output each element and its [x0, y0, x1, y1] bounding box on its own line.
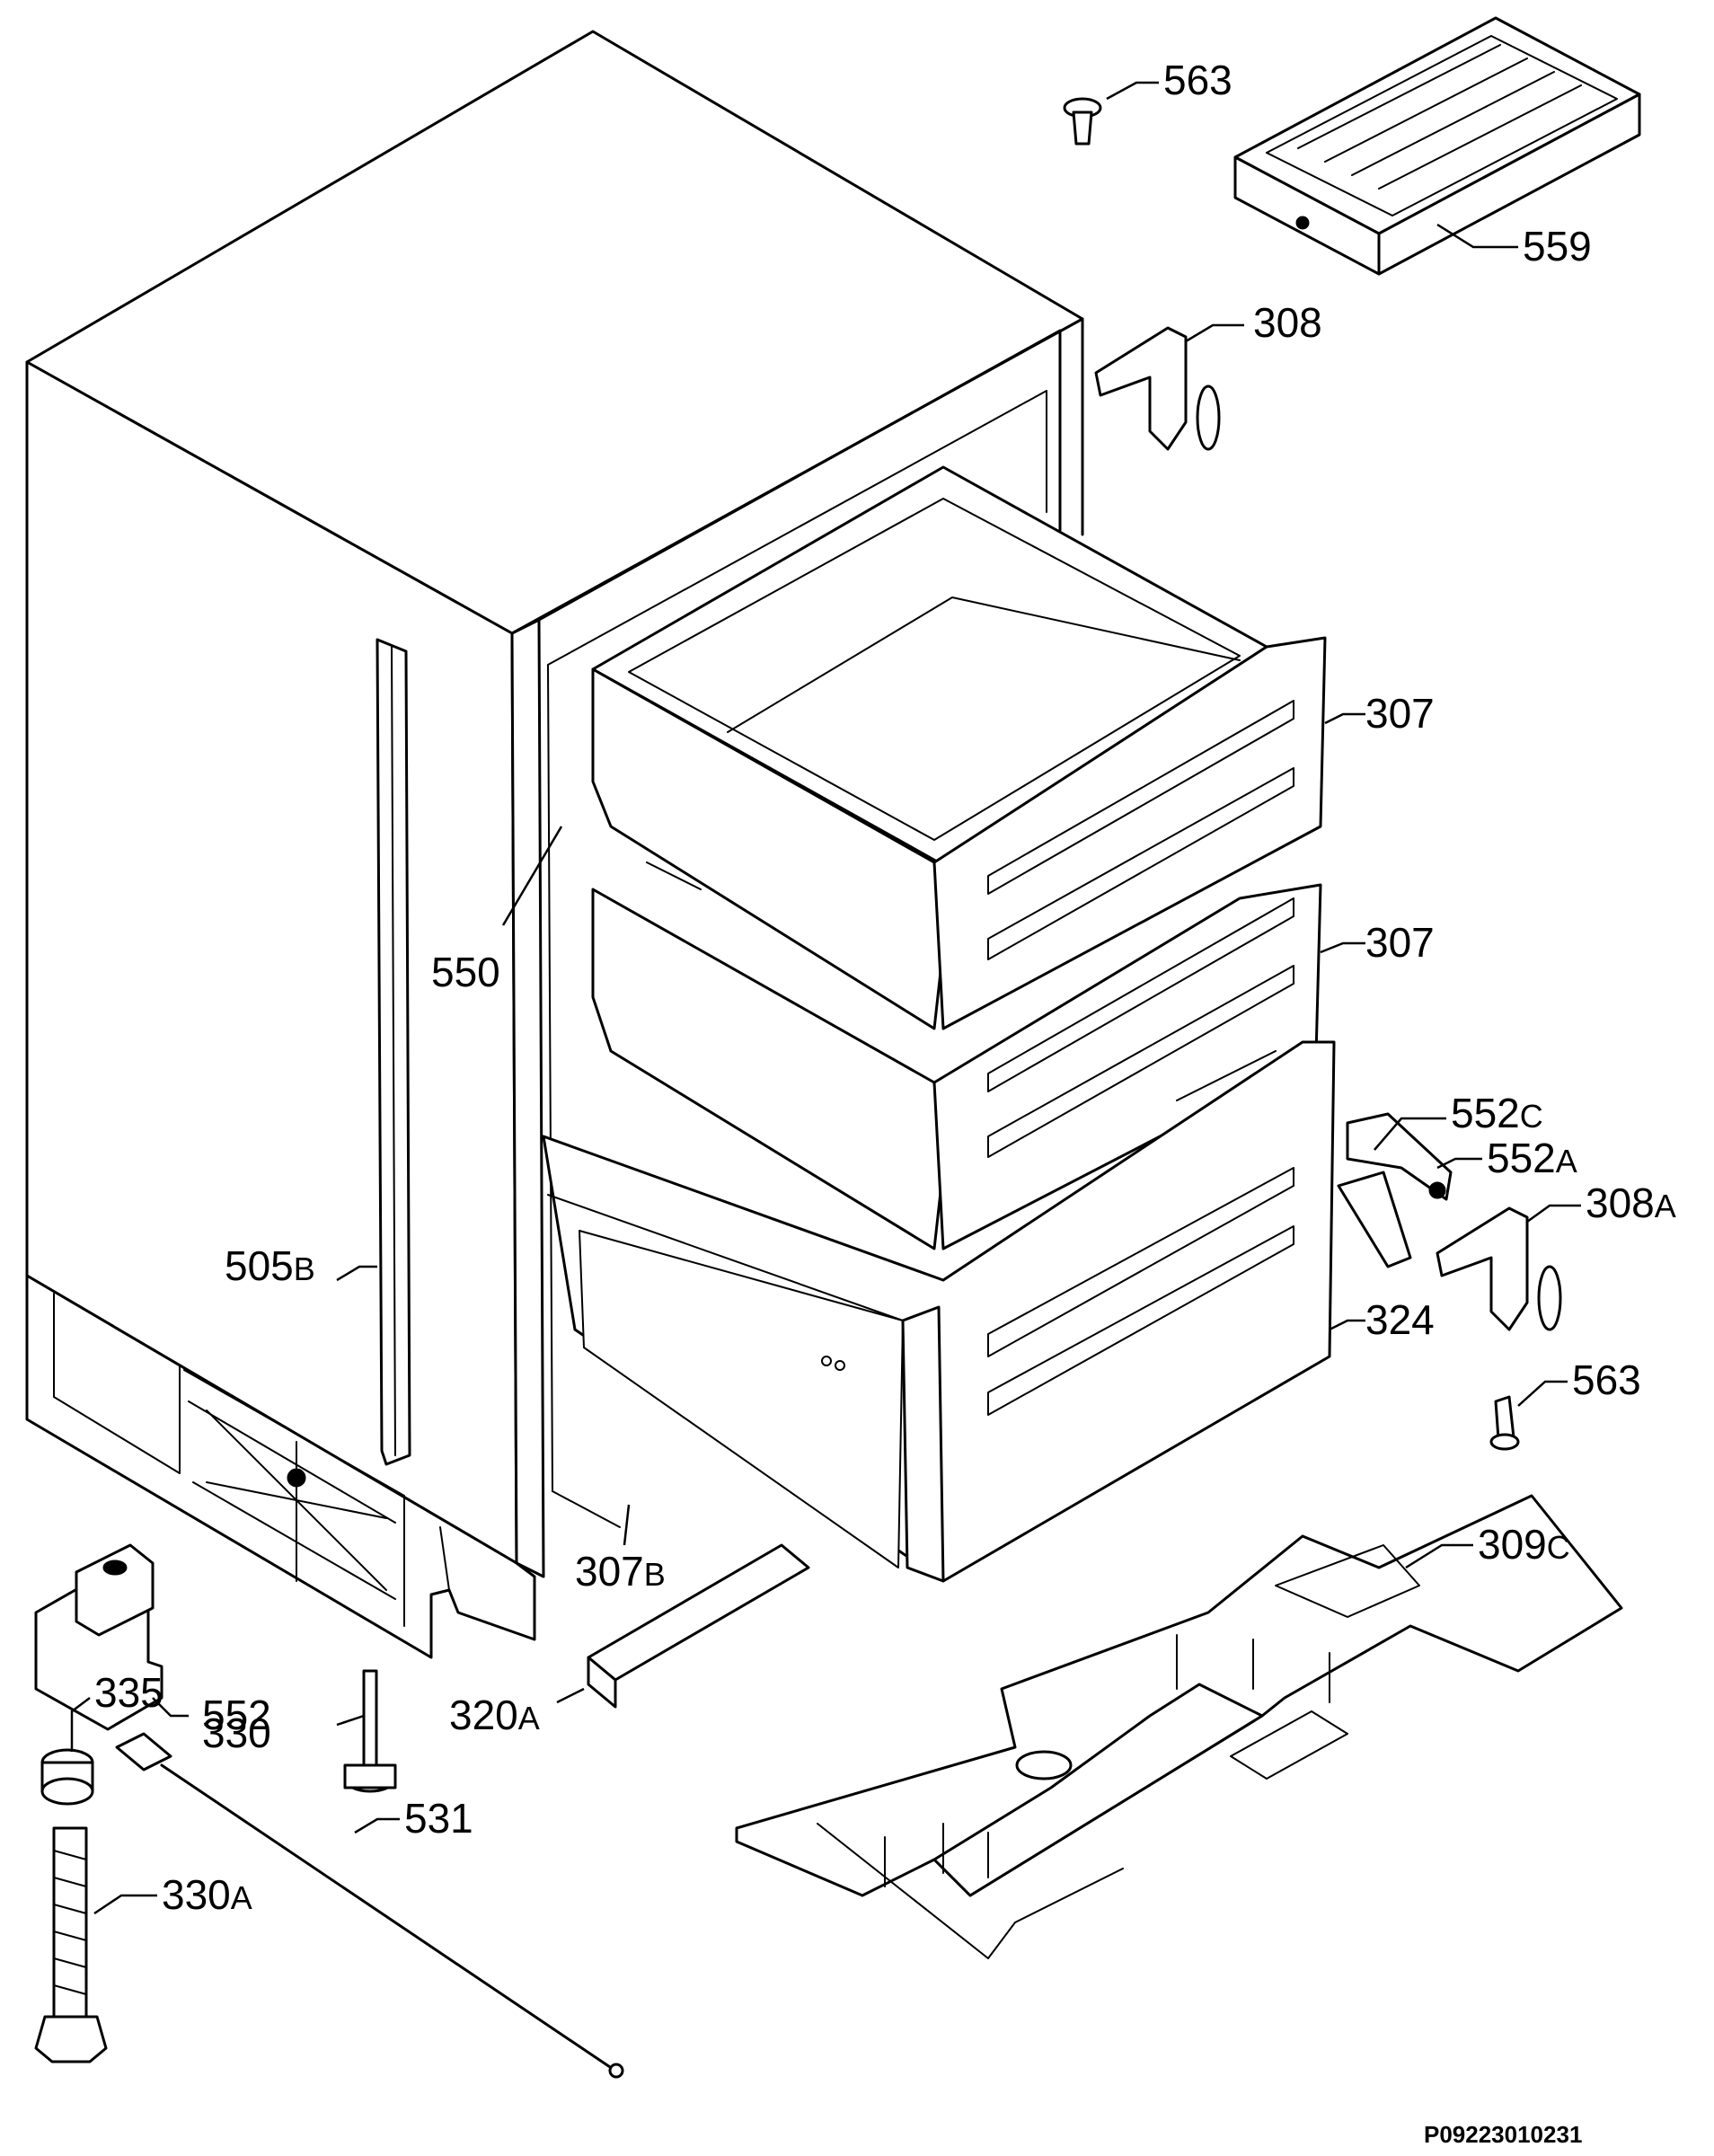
lower-drawer-307 [591, 862, 1322, 1250]
label-324: 324 [1365, 1296, 1435, 1343]
hinge-308 [1094, 326, 1221, 451]
bracket-552 [34, 1543, 163, 1731]
label-563-top: 563 [1163, 57, 1232, 103]
label-505b: 505B [225, 1242, 315, 1289]
cabinet-body [25, 30, 1084, 1659]
label-330: 330 [202, 1710, 271, 1756]
label-330a: 330A [162, 1871, 252, 1918]
label-309c: 309C [1478, 1521, 1570, 1568]
label-308a: 308A [1586, 1180, 1676, 1226]
foot-gear-335 [40, 1748, 94, 1806]
adjustable-foot-330a [34, 1826, 108, 2063]
runner-552c-552a [1337, 1112, 1453, 1268]
label-552a: 552A [1487, 1135, 1577, 1181]
plinth-strip-320a [587, 1543, 810, 1709]
rod-531 [115, 1732, 624, 2079]
upper-drawer-307 [591, 465, 1327, 1030]
label-307-upper: 307 [1365, 690, 1435, 737]
screw-563-bottom [1489, 1395, 1520, 1451]
label-307b: 307B [575, 1548, 666, 1595]
part-labels: 563 559 308 307 307 550 552C 552A 308A 3… [94, 57, 1676, 1918]
label-552c: 552C [1451, 1090, 1543, 1136]
foot-330 [343, 1669, 397, 1793]
label-335: 335 [94, 1669, 163, 1716]
label-308: 308 [1253, 299, 1322, 346]
document-code: P09223010231 [1424, 2121, 1582, 2148]
label-559: 559 [1523, 223, 1592, 270]
leader-lines [70, 81, 1581, 1915]
label-307-lower: 307 [1365, 919, 1435, 966]
plug-563-top [1063, 97, 1102, 146]
label-563-bottom: 563 [1572, 1356, 1641, 1403]
hinge-308a [1436, 1206, 1562, 1331]
label-531: 531 [404, 1795, 473, 1842]
bottom-drawer-324 [542, 1040, 1336, 1583]
bottom-cover-309c [735, 1494, 1623, 1959]
label-550: 550 [431, 949, 500, 995]
label-552: 552 [202, 1692, 271, 1738]
label-320a: 320A [449, 1692, 540, 1738]
